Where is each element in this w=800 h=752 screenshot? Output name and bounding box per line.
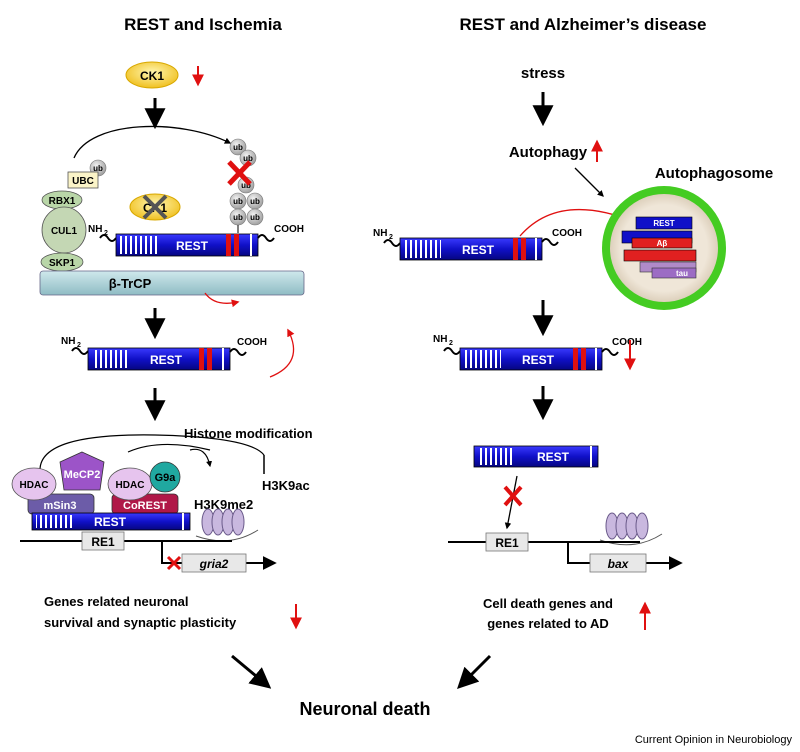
fragment-to-re1-arrow <box>504 475 518 530</box>
svg-text:MeCP2: MeCP2 <box>64 469 101 481</box>
svg-text:ub: ub <box>233 197 243 206</box>
nucleosome-left <box>195 508 259 542</box>
svg-text:COOH: COOH <box>552 228 582 239</box>
autophagosome-label: Autophagosome <box>655 165 773 182</box>
svg-text:RBX1: RBX1 <box>49 196 76 207</box>
release-arrow-2 <box>269 328 295 378</box>
autophagosome: REST Aβ tau <box>602 186 726 310</box>
left-title: REST and Ischemia <box>124 15 282 34</box>
mecp2-node: MeCP2 <box>59 451 105 491</box>
autophagy-to-autophagosome-arrow <box>574 167 604 197</box>
right-title: REST and Alzheimer’s disease <box>460 15 707 34</box>
svg-text:UBC: UBC <box>72 176 94 187</box>
btrcp-node: β-TrCP <box>39 270 305 296</box>
histone-modification-label: Histone modification <box>184 426 313 441</box>
gria2-block-x <box>166 555 182 571</box>
stress-label: stress <box>521 65 565 82</box>
svg-text:NH: NH <box>373 228 387 239</box>
nucleosome-right <box>599 512 663 546</box>
svg-text:ub: ub <box>233 143 243 152</box>
ck1-inhibited: CK1 <box>129 193 181 221</box>
svg-text:mSin3: mSin3 <box>43 500 76 512</box>
g9a-node: G9a <box>149 461 181 493</box>
credit-label: Current Opinion in Neurobiology <box>635 734 793 746</box>
bax-gene-box: bax <box>589 553 647 573</box>
rest-protein-left-2: NH 2 REST COOH <box>61 336 267 371</box>
svg-text:HDAC: HDAC <box>116 480 145 491</box>
svg-text:G9a: G9a <box>155 472 177 484</box>
h3k9me2-label: H3K9me2 <box>194 497 253 512</box>
rest-protein-complex: REST <box>31 512 191 531</box>
svg-text:NH: NH <box>433 334 447 345</box>
svg-text:REST: REST <box>462 243 495 257</box>
histone-mod-lines <box>39 434 265 471</box>
rbx1-node: RBX1 <box>41 190 83 210</box>
svg-text:ub: ub <box>93 164 103 173</box>
svg-text:REST: REST <box>176 239 209 253</box>
rest-protein-right-1: NH 2 REST COOH <box>373 228 582 261</box>
svg-text:2: 2 <box>77 342 81 349</box>
svg-text:CUL1: CUL1 <box>51 226 78 237</box>
svg-text:NH: NH <box>61 336 75 347</box>
svg-text:HDAC: HDAC <box>20 480 49 491</box>
svg-text:2: 2 <box>389 234 393 241</box>
rest-fragment: REST <box>473 445 599 468</box>
svg-text:2: 2 <box>449 340 453 347</box>
msin3-node: mSin3 <box>27 493 95 515</box>
re1-binding-block-x <box>503 485 523 507</box>
re1-box-right: RE1 <box>485 532 529 552</box>
left-to-death-arrow <box>231 654 272 689</box>
svg-text:RE1: RE1 <box>495 536 519 550</box>
outcome-label: Neuronal death <box>299 699 430 719</box>
h3k9ac-label: H3K9ac <box>262 478 310 493</box>
hdac-node-2: HDAC <box>107 467 153 501</box>
svg-text:NH: NH <box>88 224 102 235</box>
hdac-node-1: HDAC <box>11 467 57 501</box>
release-arrow-1 <box>204 292 240 308</box>
rest-protein-left-1: NH 2 REST COOH <box>88 224 304 257</box>
svg-text:ub: ub <box>250 213 260 222</box>
svg-text:REST: REST <box>94 515 127 529</box>
svg-text:tau: tau <box>676 269 688 278</box>
svg-text:COOH: COOH <box>612 337 642 348</box>
h3k9me2-arrow <box>189 448 212 468</box>
gria2-gene-box: gria2 <box>181 553 247 573</box>
ub-block-x <box>227 160 252 186</box>
rest-protein-right-2: NH 2 REST COOH <box>433 334 642 371</box>
skp1-node: SKP1 <box>40 252 84 272</box>
autophagy-label: Autophagy <box>509 144 588 161</box>
right-result-line1: Cell death genes and <box>483 596 613 611</box>
ubc-node: UBC <box>67 171 99 189</box>
svg-text:COOH: COOH <box>237 337 267 348</box>
svg-text:COOH: COOH <box>274 224 304 235</box>
svg-text:REST: REST <box>537 450 570 464</box>
svg-text:Aβ: Aβ <box>657 239 668 248</box>
svg-text:SKP1: SKP1 <box>49 258 76 269</box>
svg-text:CoREST: CoREST <box>123 500 167 512</box>
ck1-node: CK1 <box>125 61 179 89</box>
left-result-line1: Genes related neuronal <box>44 594 189 609</box>
svg-text:gria2: gria2 <box>199 557 229 571</box>
svg-text:β-TrCP: β-TrCP <box>109 276 152 291</box>
cul1-node: CUL1 <box>41 206 87 254</box>
svg-text:bax: bax <box>608 557 630 571</box>
svg-text:REST: REST <box>150 353 183 367</box>
ub-chain: ub ub ub ub ub ub ub <box>229 138 264 233</box>
svg-text:ub: ub <box>233 213 243 222</box>
right-result-line2: genes related to AD <box>487 616 609 631</box>
left-result-line2: survival and synaptic plasticity <box>44 615 237 630</box>
svg-text:REST: REST <box>522 353 555 367</box>
svg-text:RE1: RE1 <box>91 535 115 549</box>
re1-box-left: RE1 <box>81 531 125 551</box>
svg-text:ub: ub <box>250 197 260 206</box>
right-to-death-arrow <box>457 654 492 689</box>
svg-text:ub: ub <box>241 181 251 190</box>
ub-transfer-arrow <box>73 125 232 159</box>
ck1-label: CK1 <box>140 69 164 83</box>
svg-text:ub: ub <box>243 154 253 163</box>
svg-text:REST: REST <box>653 219 674 228</box>
svg-text:2: 2 <box>104 230 108 237</box>
